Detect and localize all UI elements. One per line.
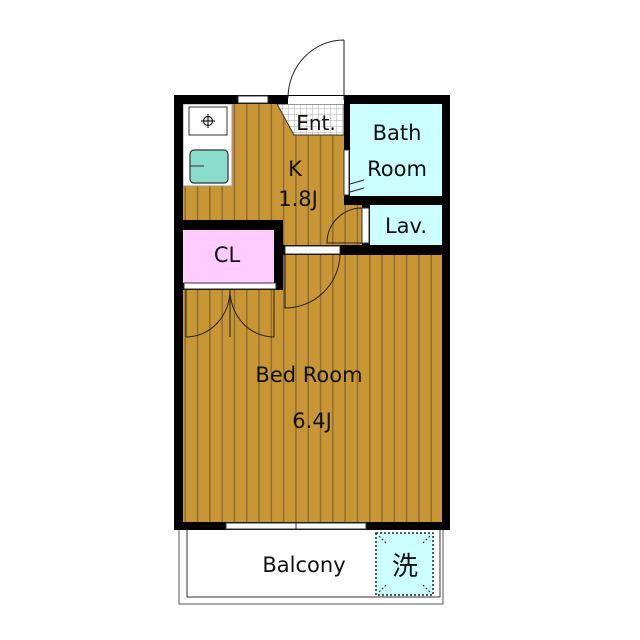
- bath-room: [348, 104, 442, 196]
- closet: [183, 230, 274, 283]
- balcony: [178, 525, 444, 605]
- bath-door: [343, 149, 350, 196]
- door-swings: [185, 39, 365, 338]
- kitchen-label: K: [288, 157, 303, 181]
- bath-label-line2: Room: [367, 157, 427, 181]
- bedroom-label: Bed Room: [255, 363, 362, 387]
- balcony-label: Balcony: [262, 553, 345, 577]
- lav-door: [361, 207, 370, 244]
- closet-door: [183, 282, 277, 290]
- openings: [183, 95, 370, 530]
- laundry-label: 洗: [392, 552, 418, 582]
- kitchen-window: [237, 95, 269, 104]
- lavatory-label: Lav.: [385, 214, 427, 238]
- entrance-door-opening: [288, 96, 344, 104]
- bedroom-size: 6.4J: [292, 409, 332, 433]
- bedroom-door-opening: [284, 245, 341, 255]
- lavatory: [370, 205, 442, 245]
- bath-label-line1: Bath: [373, 121, 422, 145]
- kitchen-counter: [182, 103, 233, 187]
- laundry-space: [375, 532, 434, 596]
- entrance-label: Ent.: [296, 111, 336, 135]
- kitchen-size: 1.8J: [278, 187, 318, 211]
- burner-icon: [201, 114, 215, 128]
- closet-label: CL: [214, 243, 241, 267]
